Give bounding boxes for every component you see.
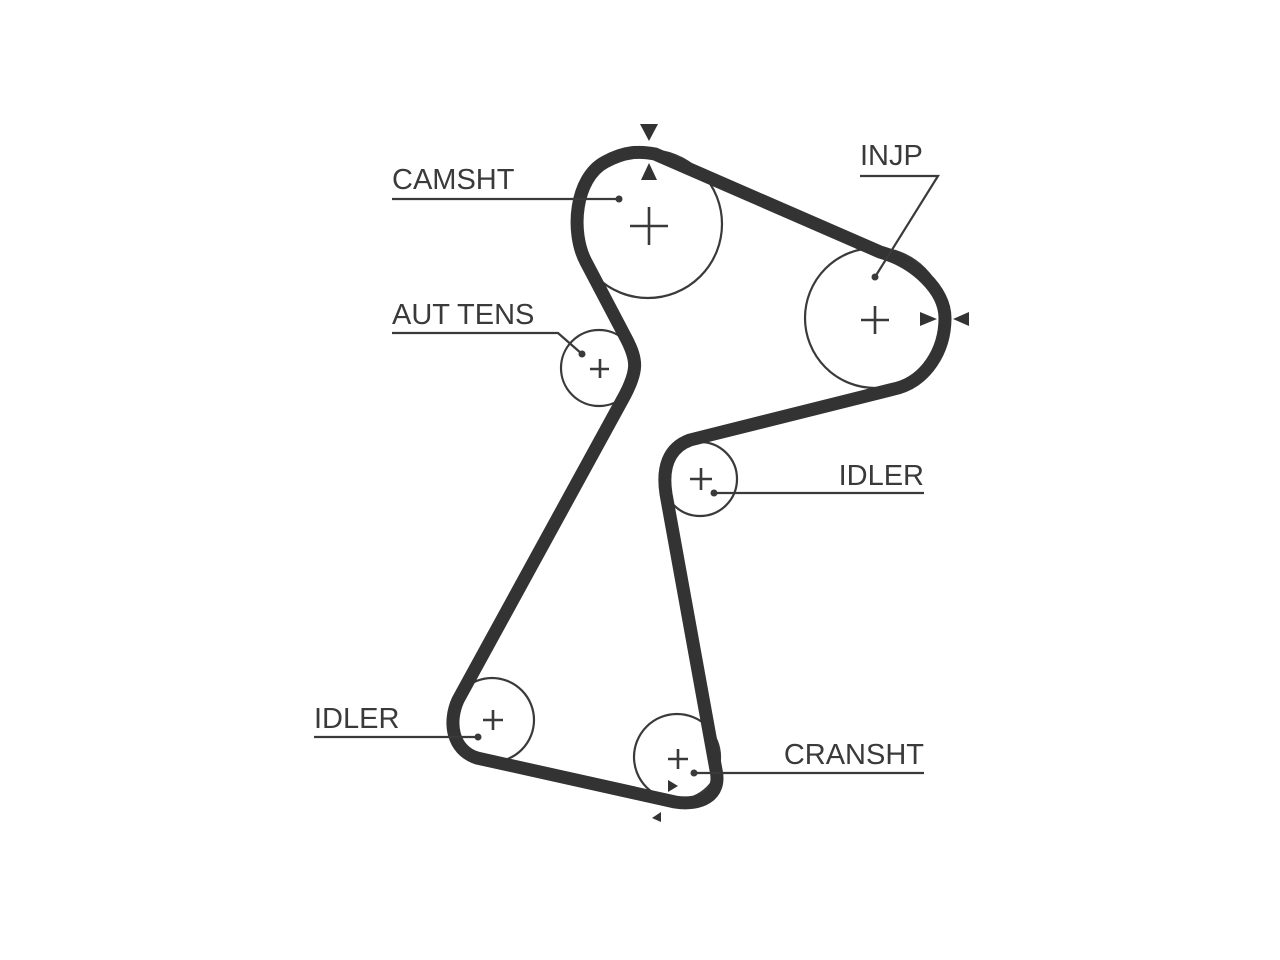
leader-lines [314,174,940,777]
camshaft-timing-mark-inner [641,163,657,180]
crankshaft-timing-mark-outer [652,812,661,822]
injection-pump-label: INJP [860,140,923,172]
idler-right-label: IDLER [839,460,924,492]
camshaft-timing-mark-outer [640,124,658,141]
crankshaft-timing-mark-inner [668,780,678,792]
labels: CAMSHT INJP AUT TENS IDLER IDLER CRANSHT [314,140,924,771]
auto-tensioner-leader [392,331,583,355]
idler-left-center-cross [483,710,503,730]
timing-belt [446,145,952,810]
pulley-centers [483,207,889,769]
injection-pump-leader [860,174,940,278]
injection-pump-timing-mark-inner [920,312,937,326]
camshaft-label: CAMSHT [392,164,515,196]
crankshaft-label: CRANSHT [784,739,924,771]
auto-tensioner-label: AUT TENS [392,299,534,331]
timing-marks [640,124,969,822]
crankshaft-center-cross [668,749,688,769]
idler-left-label: IDLER [314,703,399,735]
camshaft-center-cross [630,207,668,245]
injection-pump-center-cross [861,306,889,334]
injection-pump-timing-mark-outer [953,312,969,326]
auto-tensioner-center-cross [590,359,609,378]
idler-right-center-cross [690,468,712,490]
